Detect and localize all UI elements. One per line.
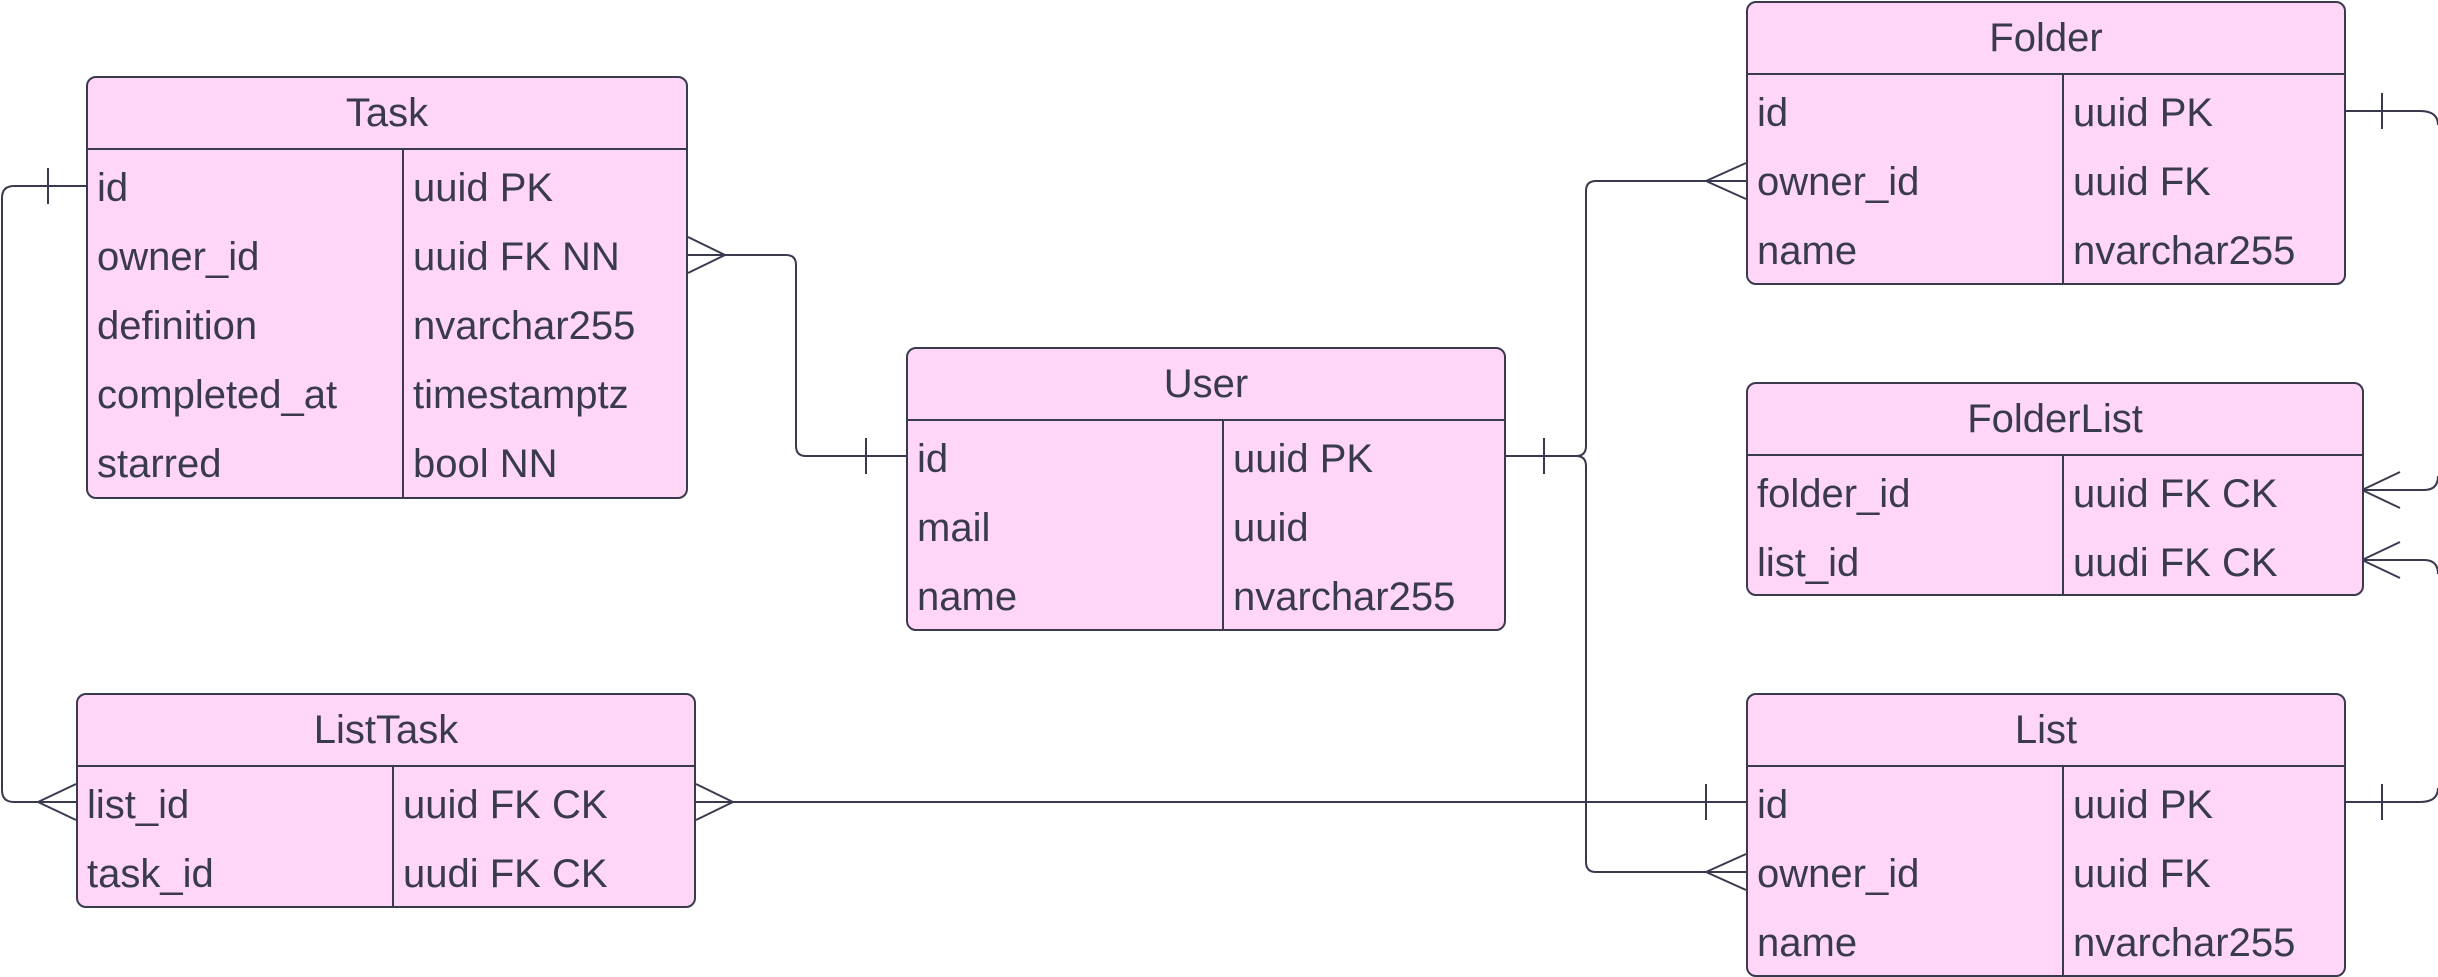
field-type: uuid (1233, 506, 1309, 550)
entity-list-body: id uuid PK owner_id uuid FK name nvarcha… (1748, 767, 2344, 975)
entity-listtask-title: ListTask (78, 695, 694, 767)
entity-folderlist[interactable]: FolderList folder_id uuid FK CK list_id … (1746, 382, 2364, 596)
entity-user[interactable]: User id uuid PK mail uuid name nvarchar2… (906, 347, 1506, 631)
entity-folder-body: id uuid PK owner_id uuid FK name nvarcha… (1748, 75, 2344, 283)
field-type: uuid FK (2073, 160, 2211, 204)
entity-list[interactable]: List id uuid PK owner_id uuid FK name nv… (1746, 693, 2346, 977)
field-name: list_id (87, 783, 190, 827)
field-type: uuid PK (2073, 783, 2214, 827)
field-row: id uuid PK (908, 425, 1504, 494)
field-type: uuid PK (413, 166, 554, 210)
field-name: owner_id (1757, 852, 1920, 896)
field-row: task_id uudi FK CK (78, 840, 694, 906)
task-listtask-connector (1, 185, 86, 803)
task-user-connector (688, 254, 906, 457)
field-name: id (917, 437, 949, 481)
entity-listtask-body: list_id uuid FK CK task_id uudi FK CK (78, 767, 694, 906)
field-row: owner_id uuid FK (1748, 840, 2344, 909)
entity-folderlist-title: FolderList (1748, 384, 2362, 456)
field-type: nvarchar255 (1233, 575, 1456, 619)
field-name: definition (97, 304, 258, 348)
field-row: definition nvarchar255 (88, 292, 686, 361)
folderlist-list-many-marker (2361, 541, 2401, 579)
entity-folder-title: Folder (1748, 3, 2344, 75)
entity-task-body: id uuid PK owner_id uuid FK NN definitio… (88, 150, 686, 497)
field-name: owner_id (1757, 160, 1920, 204)
field-type: uuid FK CK (403, 783, 608, 827)
field-name: owner_id (97, 235, 260, 279)
field-row: owner_id uuid FK (1748, 148, 2344, 217)
field-row: mail uuid (908, 494, 1504, 563)
entity-list-title: List (1748, 695, 2344, 767)
field-name: name (1757, 921, 1858, 965)
field-name: mail (917, 506, 991, 550)
task-owner-many-marker (687, 236, 726, 274)
list-owner-many-marker (1705, 853, 1747, 891)
field-row: list_id uuid FK CK (78, 771, 694, 840)
field-type: bool NN (413, 442, 558, 486)
column-divider (2062, 456, 2064, 594)
field-type: uudi FK CK (2073, 541, 2278, 585)
field-name: id (1757, 783, 1789, 827)
field-row: starred bool NN (88, 430, 686, 497)
folderlist-folder-connector (2362, 475, 2438, 491)
field-row: id uuid PK (1748, 79, 2344, 148)
entity-listtask[interactable]: ListTask list_id uuid FK CK task_id uudi… (76, 693, 696, 908)
folderlist-folder-many-marker (2361, 471, 2401, 509)
column-divider (1222, 421, 1224, 629)
listtask-many-marker-left (37, 783, 77, 821)
field-type: uudi FK CK (403, 852, 608, 896)
list-id-connector (2344, 787, 2438, 803)
column-divider (392, 767, 394, 906)
column-divider (2062, 75, 2064, 283)
field-name: completed_at (97, 373, 338, 417)
entity-task-title: Task (88, 78, 686, 150)
listtask-many-marker-right (695, 783, 734, 821)
entity-task[interactable]: Task id uuid PK owner_id uuid FK NN defi… (86, 76, 688, 499)
field-row: owner_id uuid FK NN (88, 223, 686, 292)
field-type: uuid FK (2073, 852, 2211, 896)
folder-owner-many-marker (1705, 162, 1747, 200)
field-row: id uuid PK (1748, 771, 2344, 840)
entity-user-title: User (908, 349, 1504, 421)
entity-user-body: id uuid PK mail uuid name nvarchar255 (908, 421, 1504, 629)
field-type: uuid PK (1233, 437, 1374, 481)
field-row: name nvarchar255 (1748, 909, 2344, 975)
field-type: timestamptz (413, 373, 629, 417)
folderlist-list-connector (2362, 559, 2438, 575)
folder-id-connector (2344, 110, 2438, 126)
field-name: name (917, 575, 1018, 619)
field-name: folder_id (1757, 472, 1911, 516)
field-type: nvarchar255 (413, 304, 636, 348)
field-type: uuid FK NN (413, 235, 620, 279)
field-name: task_id (87, 852, 214, 896)
entity-folderlist-body: folder_id uuid FK CK list_id uudi FK CK (1748, 456, 2362, 594)
field-type: uuid PK (2073, 91, 2214, 135)
field-row: folder_id uuid FK CK (1748, 460, 2362, 529)
column-divider (402, 150, 404, 497)
field-row: id uuid PK (88, 154, 686, 223)
field-type: uuid FK CK (2073, 472, 2278, 516)
field-name: id (97, 166, 129, 210)
user-list-connector (1575, 455, 1746, 873)
field-name: list_id (1757, 541, 1860, 585)
field-type: nvarchar255 (2073, 229, 2296, 273)
user-folder-connector (1506, 180, 1746, 457)
column-divider (2062, 767, 2064, 975)
field-row: name nvarchar255 (908, 563, 1504, 629)
field-row: list_id uudi FK CK (1748, 529, 2362, 594)
field-row: completed_at timestamptz (88, 361, 686, 430)
field-name: id (1757, 91, 1789, 135)
field-type: nvarchar255 (2073, 921, 2296, 965)
entity-folder[interactable]: Folder id uuid PK owner_id uuid FK name … (1746, 1, 2346, 285)
field-row: name nvarchar255 (1748, 217, 2344, 283)
field-name: starred (97, 442, 222, 486)
field-name: name (1757, 229, 1858, 273)
